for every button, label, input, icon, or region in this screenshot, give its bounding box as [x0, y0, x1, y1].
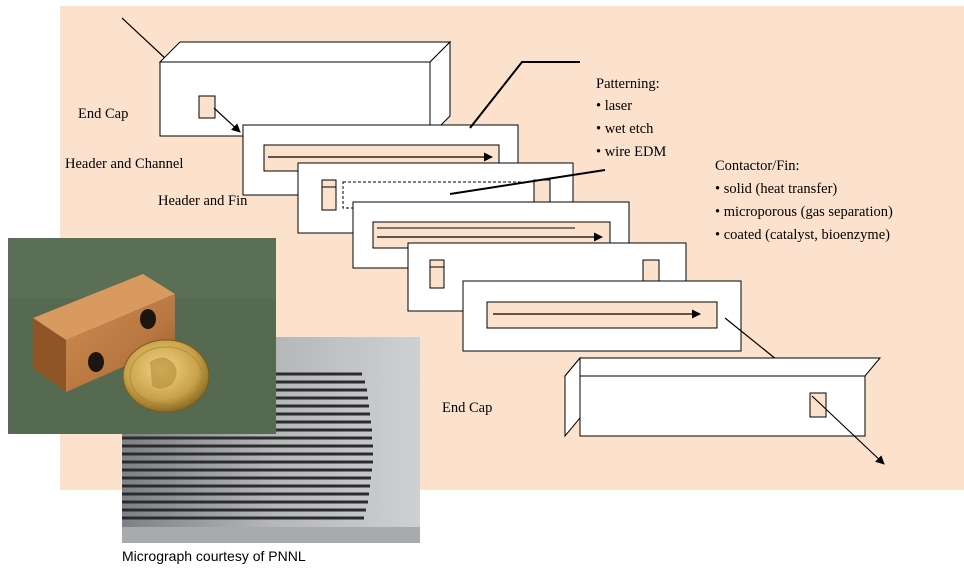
contactor-item: • solid (heat transfer): [715, 181, 837, 197]
end-cap-top-label: End Cap: [78, 106, 128, 122]
patterning-item: • laser: [596, 98, 632, 114]
micrograph-caption: Micrograph courtesy of PNNL: [122, 548, 306, 564]
dime-coin: [123, 340, 209, 412]
patterning-title: Patterning:: [596, 76, 660, 92]
end-cap-bottom-label: End Cap: [442, 400, 492, 416]
contactor-item: • coated (catalyst, bioenzyme): [715, 227, 890, 243]
header-and-fin-label: Header and Fin: [158, 193, 248, 209]
patterning-item: • wire EDM: [596, 144, 666, 160]
device-photo: [8, 238, 276, 434]
end-cap-bottom-block: [565, 358, 880, 436]
header-and-channel-label: Header and Channel: [65, 156, 183, 172]
contactor-item: • microporous (gas separation): [715, 204, 893, 220]
end-cap-top-block: [160, 42, 450, 136]
patterning-item: • wet etch: [596, 121, 654, 137]
plate-header-channel-3: [463, 281, 741, 351]
contactor-title: Contactor/Fin:: [715, 158, 800, 174]
end-cap-port: [199, 96, 215, 118]
